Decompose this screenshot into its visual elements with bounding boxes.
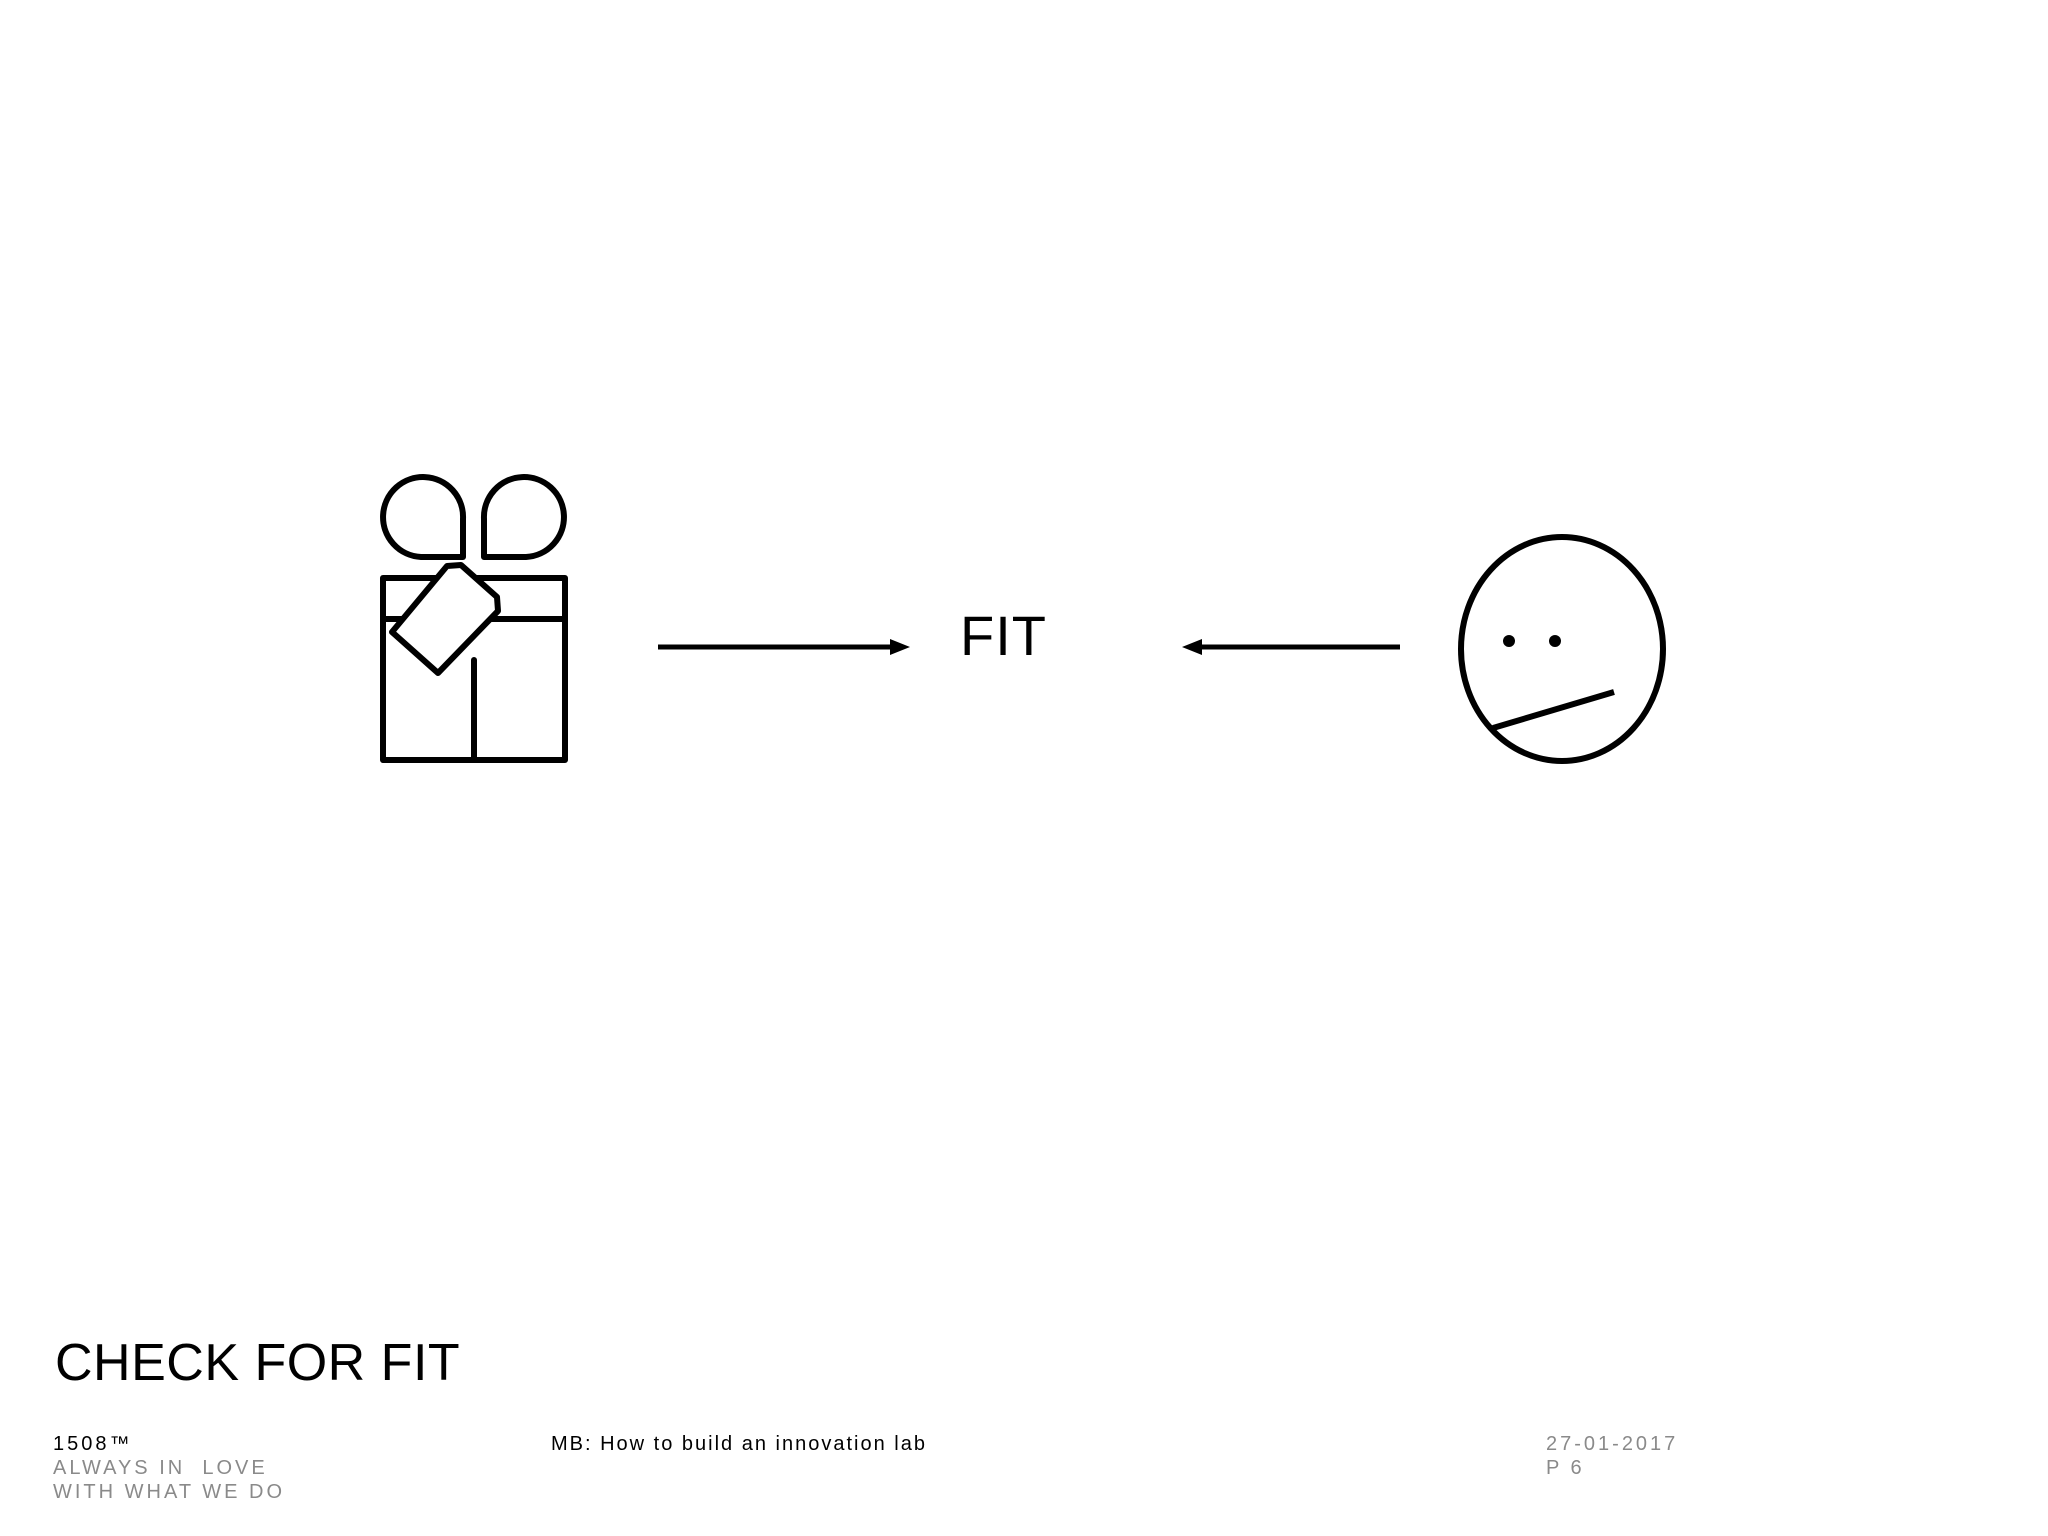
presentation-title-text: MB: How to build an innovation lab bbox=[551, 1433, 927, 1455]
slide-title: CHECK FOR FIT bbox=[55, 1334, 461, 1392]
neutral-face-icon bbox=[1458, 534, 1666, 764]
date-label: 27-01-2017 bbox=[1546, 1433, 1679, 1455]
brand-block: 1508™ ALWAYS IN LOVE WITH WHAT WE DO bbox=[53, 1432, 285, 1504]
presentation-title: MB: How to build an innovation lab bbox=[551, 1432, 927, 1456]
brand-name: 1508™ bbox=[53, 1433, 133, 1455]
fit-label: FIT bbox=[960, 604, 1047, 667]
arrow-left-icon bbox=[1182, 639, 1400, 655]
gift-box-icon bbox=[380, 474, 568, 763]
brand-tagline-line1: ALWAYS IN LOVE bbox=[53, 1457, 268, 1479]
page-number: P 6 bbox=[1546, 1457, 1585, 1479]
date-page-block: 27-01-2017 P 6 bbox=[1546, 1432, 1678, 1480]
arrow-right-icon bbox=[658, 639, 910, 655]
brand-tagline-line2: WITH WHAT WE DO bbox=[53, 1481, 286, 1503]
